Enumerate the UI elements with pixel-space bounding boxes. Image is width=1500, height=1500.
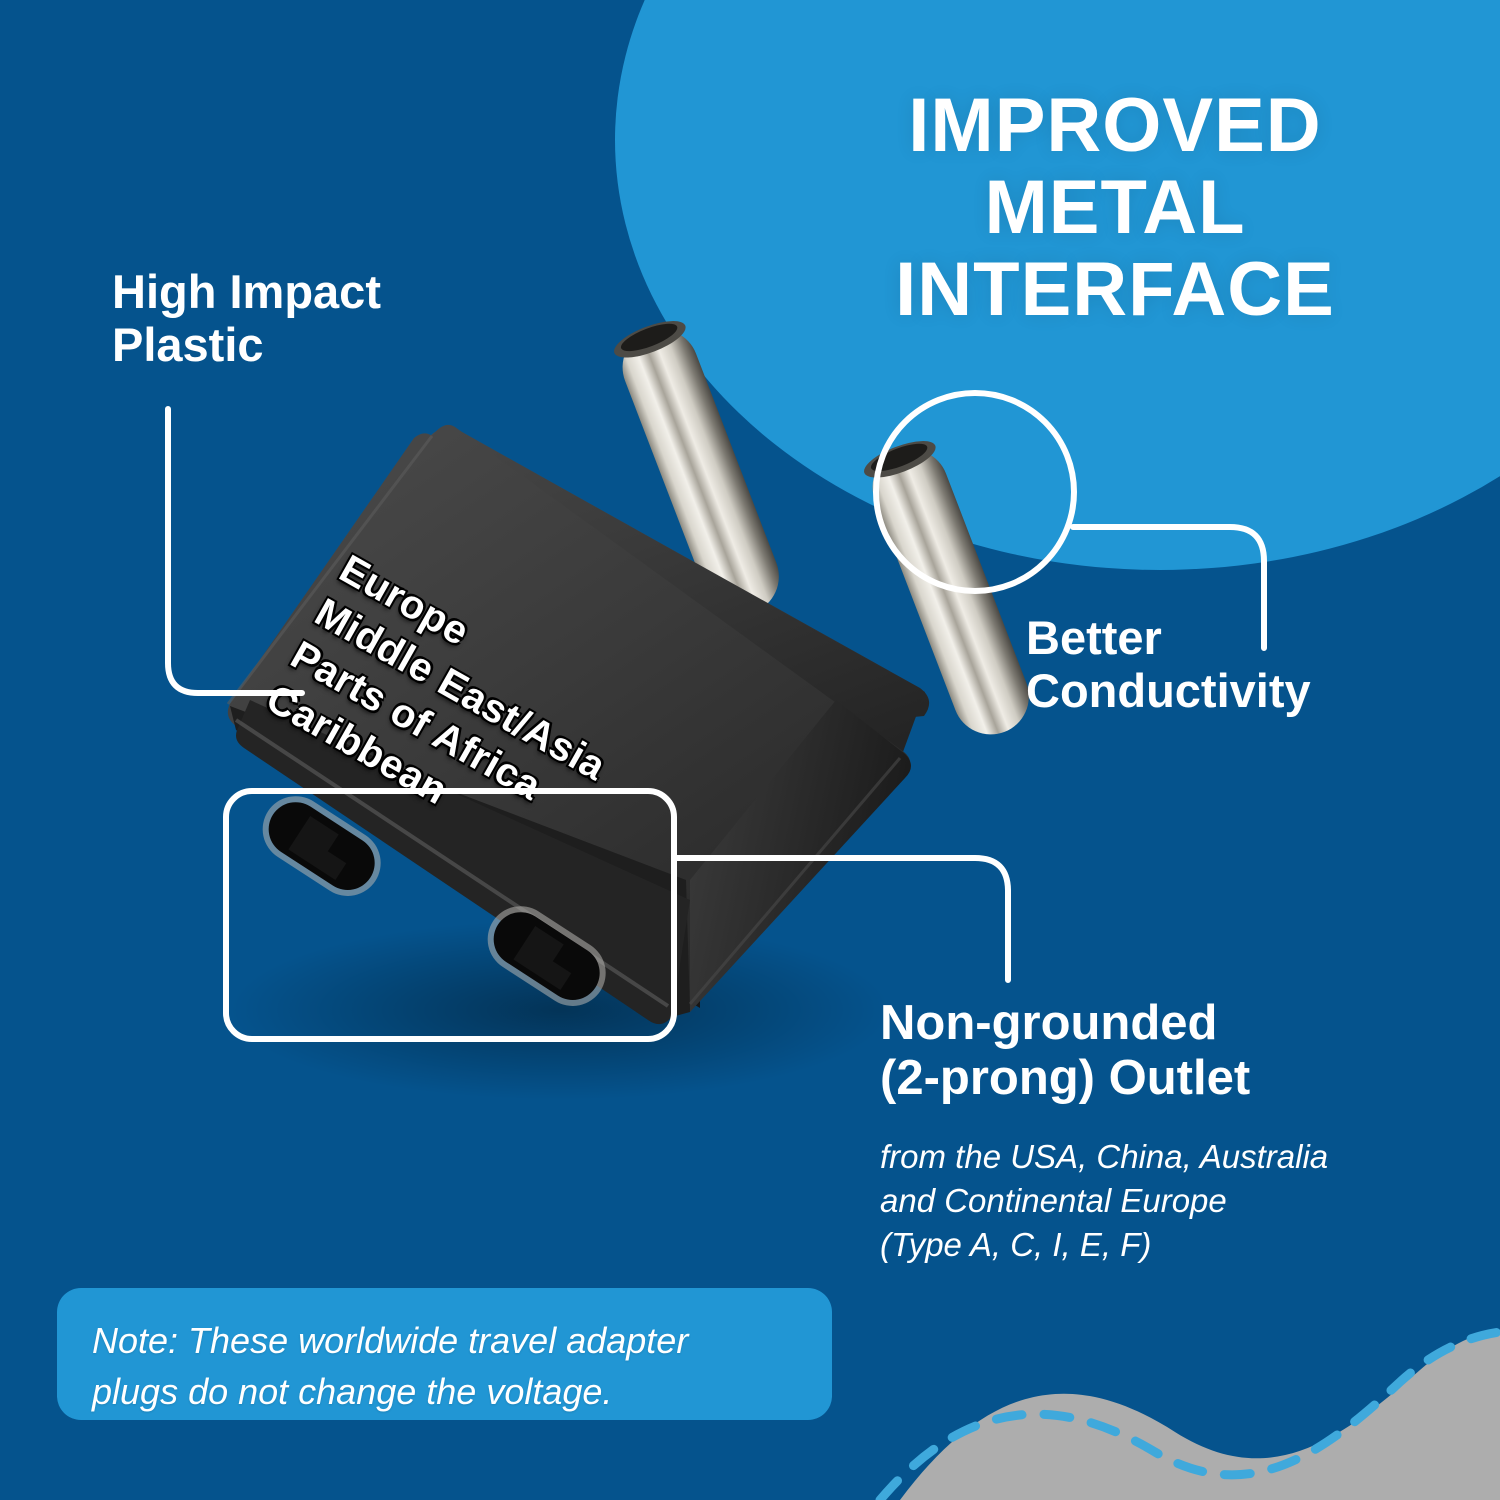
metal-prong-left <box>614 321 779 615</box>
annotation-high-impact-plastic: High Impact Plastic <box>112 265 381 371</box>
note-box <box>57 1288 832 1420</box>
headline-line-1: IMPROVED <box>908 83 1322 168</box>
annotation-non-grounded-outlet: Non-grounded (2-prong) Outlet <box>880 996 1250 1106</box>
annotation-outlet-line-2: (2-prong) Outlet <box>880 1050 1251 1105</box>
note-line-2: plugs do not change the voltage. <box>92 1371 613 1413</box>
socket-hole-left <box>262 796 381 896</box>
annotation-conductivity-line-1: Better <box>1026 611 1162 664</box>
callout-line-plastic <box>165 406 305 696</box>
annotation-better-conductivity: Better Conductivity <box>1026 611 1311 717</box>
annotation-outlet-sub-line-1: from the USA, China, Australia <box>880 1138 1329 1175</box>
metal-prong-right <box>864 441 1029 735</box>
headline-line-2: METAL <box>984 165 1246 251</box>
headline: IMPROVED METAL INTERFACE <box>770 83 1460 333</box>
callout-line-conductivity <box>1070 524 1267 651</box>
callout-line-outlet <box>671 855 1011 983</box>
annotation-outlet-sub-line-2: and Continental Europe <box>880 1181 1227 1219</box>
annotation-plastic-line-1: High Impact <box>112 265 381 318</box>
annotation-outlet-sub-line-3: (Type A, C, I, E, F) <box>880 1225 1152 1263</box>
annotation-conductivity-line-2: Conductivity <box>1026 663 1311 717</box>
plug-edge-highlight-2 <box>226 435 434 705</box>
callout-circle-conductivity <box>873 390 1077 594</box>
note-line-1: Note: These worldwide travel adapter <box>92 1320 689 1361</box>
headline-line-3: INTERFACE <box>895 247 1335 333</box>
gray-wave <box>900 1330 1500 1500</box>
annotation-plastic-line-2: Plastic <box>112 317 264 371</box>
light-blue-ellipse <box>615 0 1500 570</box>
note-text: Note: These worldwide travel adapter plu… <box>92 1315 812 1417</box>
annotation-outlet-subtext: from the USA, China, Australia and Conti… <box>880 1135 1328 1267</box>
plug-edge-highlight-3 <box>688 757 902 1005</box>
dashed-wave-line <box>875 1327 1500 1500</box>
callout-box-outlet <box>223 788 677 1042</box>
socket-hole-right <box>487 906 606 1006</box>
annotation-outlet-line-1: Non-grounded <box>880 996 1218 1050</box>
